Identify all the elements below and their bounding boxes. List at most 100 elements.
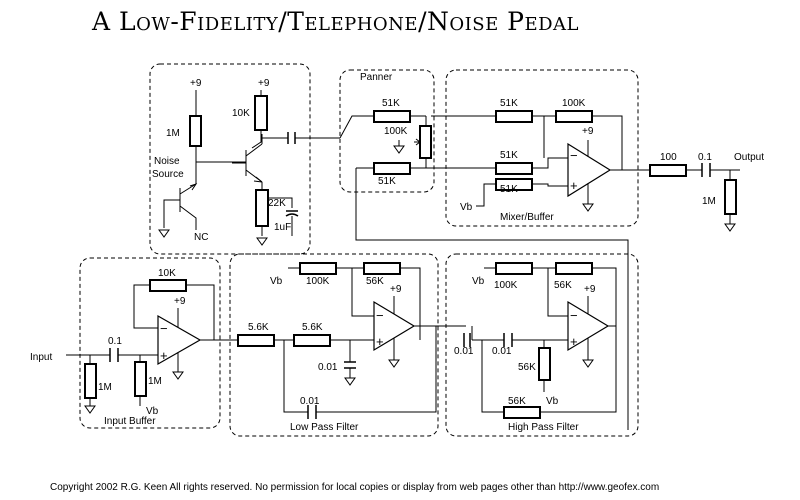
highpass-vb-label: Vb (472, 276, 485, 287)
mixer-opamp-plus: + (570, 178, 578, 193)
page-title: A Low-Fidelity/Telephone/Noise Pedal (91, 7, 579, 36)
panner-circuit: Panner 51K 100K 51K (339, 72, 629, 430)
input-buffer-box (79, 257, 221, 429)
highpass-c2-label: 0.01 (492, 346, 512, 357)
low-pass-filter-title: Low Pass Filter (290, 422, 359, 433)
mixer-buffer-box (445, 69, 639, 227)
highpass-opamp-plus: + (570, 334, 578, 349)
noise-emitter-resistor (255, 189, 269, 227)
noise-emitter-capacitor (285, 210, 299, 217)
mixer-output-wire (610, 169, 740, 180)
highpass-ground-resistor-label: 56K (518, 362, 536, 373)
panner-pot (419, 125, 432, 159)
input-capacitor (109, 348, 119, 362)
mixer-buffer-circuit: 51K 51K 100K +9 − + 51K Vb Mixer/Buffer … (460, 98, 764, 232)
output-load-resistor (724, 179, 737, 215)
noise-bias-wire (195, 90, 246, 163)
lowpass-vb-label: Vb (270, 276, 283, 287)
highpass-bias-resistor-label: 100K (494, 280, 518, 291)
high-pass-filter-box (445, 253, 639, 437)
mixer-feedback-resistor (555, 110, 593, 123)
mixer-vb-resistor (495, 178, 533, 191)
lowpass-feedback-resistor-label: 56K (366, 276, 384, 287)
mixer-input1-resistor (495, 110, 533, 123)
mixer-input2-resistor (495, 162, 533, 175)
lowpass-r1 (237, 334, 275, 347)
mixer-supply-label: +9 (582, 126, 594, 137)
input-label: Input (30, 352, 52, 363)
panner-ground (393, 145, 405, 154)
lowpass-ground-capacitor (344, 361, 356, 369)
mixer-input1-resistor-label: 51K (500, 98, 518, 109)
noise-junction-ground (158, 229, 170, 238)
noise-bias-resistor-label: 1M (166, 128, 180, 139)
input-ground-resistor-label: 1M (98, 382, 112, 393)
highpass-c1 (463, 333, 471, 347)
lowpass-r2 (293, 334, 331, 347)
input-ground (84, 405, 96, 414)
panner-pot-bottom-wire (410, 158, 427, 169)
mixer-opamp-ground (582, 203, 594, 212)
panner-top-resistor (373, 110, 411, 123)
mixer-feedback-resistor-label: 100K (562, 98, 586, 109)
highpass-c1-label: 0.01 (454, 346, 474, 357)
panner-pot-wiper (414, 138, 421, 146)
noise-bias-resistor (189, 115, 202, 147)
input-opamp-plus: + (160, 348, 168, 363)
lowpass-bias-resistor (299, 262, 337, 275)
noise-emitter-ground (256, 237, 268, 246)
noise-transistor-arrow (253, 176, 263, 183)
input-opamp-minus: − (160, 321, 168, 336)
lowpass-supply-label: +9 (390, 284, 402, 295)
input-ground-resistor (84, 363, 97, 399)
panner-bottom-resistor-label: 51K (378, 176, 396, 187)
noise-nc-label: NC (194, 232, 208, 243)
input-vb-label: Vb (146, 406, 159, 417)
low-pass-filter-box (229, 253, 439, 437)
lowpass-r2-label: 5.6K (302, 322, 323, 333)
input-feedback-resistor (149, 279, 187, 292)
noise-source-circuit: +9 1M +9 10K 22K 1uF NC Noise Source (152, 78, 340, 246)
mixer-buffer-title: Mixer/Buffer (500, 212, 554, 223)
lowpass-bias-wires (288, 267, 421, 340)
low-pass-filter-circuit: Vb 100K 56K +9 − + 5.6K 5.6K 0.01 0.01 L… (237, 262, 462, 433)
highpass-c2 (503, 333, 513, 347)
mixer-opamp-minus: − (570, 148, 578, 163)
output-capacitor (701, 163, 711, 177)
input-opamp-supply-label: +9 (174, 296, 186, 307)
lowpass-bias-resistor-label: 100K (306, 276, 330, 287)
highpass-opamp-minus: − (570, 308, 578, 323)
noise-collector-resistor (254, 95, 268, 131)
highpass-vb2-label: Vb (546, 396, 559, 407)
output-capacitor-label: 0.1 (698, 152, 712, 163)
noise-source-box (149, 63, 311, 255)
panner-box (339, 69, 435, 193)
mixer-vb-wire (476, 183, 568, 207)
noise-coupling-capacitor (287, 132, 296, 144)
input-bias-resistor (134, 361, 147, 397)
high-pass-filter-title: High Pass Filter (508, 422, 579, 433)
noise-transistor (232, 143, 263, 183)
noise-collector-resistor-label: 10K (232, 108, 250, 119)
lowpass-ground-capacitor-label: 0.01 (318, 362, 338, 373)
mixer-input2-resistor-label: 51K (500, 150, 518, 161)
noise-emitter-capacitor-label: 1uF (274, 222, 291, 233)
noise-emitter-resistor-label: 22K (268, 198, 286, 209)
noise-bias-supply-label: +9 (190, 78, 202, 89)
output-series-resistor-label: 100 (660, 152, 677, 163)
input-buffer-title: Input Buffer (104, 416, 156, 427)
output-series-resistor (649, 164, 687, 177)
highpass-feedback-resistor (555, 262, 593, 275)
lowpass-opamp-ground (388, 359, 400, 368)
output-label: Output (734, 152, 764, 163)
copyright-footer: Copyright 2002 R.G. Keen All rights rese… (50, 482, 659, 493)
highpass-loop-resistor-label: 56K (508, 396, 526, 407)
output-ground (724, 223, 736, 232)
lowpass-feedback-capacitor (307, 405, 317, 419)
input-wire (66, 354, 158, 364)
input-feedback-resistor-label: 10K (158, 268, 176, 279)
panner-to-hpf-wire (355, 168, 629, 430)
highpass-opamp-ground (582, 359, 594, 368)
noise-source-label-2: Source (152, 169, 184, 180)
